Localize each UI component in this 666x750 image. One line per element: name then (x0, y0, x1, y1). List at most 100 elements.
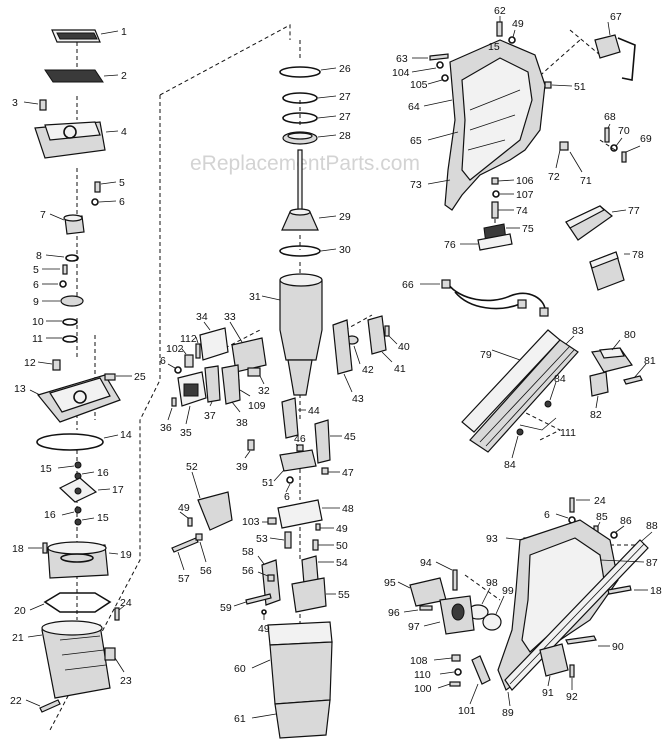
part-12-fitting (37, 359, 61, 371)
part-15-washer-b (74, 517, 95, 526)
callout-103: 103 (242, 516, 260, 528)
callout-13: 13 (14, 383, 26, 395)
part-52-guard (191, 471, 233, 531)
part-1-heat-sink (51, 29, 119, 43)
part-18-screw-a (28, 542, 48, 554)
callout-83: 83 (572, 325, 584, 337)
callout-72: 72 (548, 171, 560, 183)
part-45-arm (314, 419, 342, 464)
callout-51: 51 (262, 477, 274, 489)
part-7-valve (49, 213, 85, 235)
callout-78: 78 (632, 249, 644, 261)
callout-5b: 5 (33, 264, 39, 276)
callout-49b: 49 (178, 502, 190, 514)
part-36-screw (167, 397, 177, 421)
callout-66: 66 (402, 279, 414, 291)
part-21-housing (27, 620, 111, 699)
part-37-lever (204, 365, 221, 407)
callout-98: 98 (486, 577, 498, 589)
callout-5: 5 (119, 177, 125, 189)
callout-22: 22 (10, 695, 22, 707)
part-housing-body (444, 39, 546, 211)
callout-93: 93 (486, 533, 498, 545)
part-27-ring-b (282, 112, 337, 124)
callout-56b: 56 (200, 565, 212, 577)
callout-6c: 6 (160, 355, 166, 367)
part-39-pin (244, 439, 255, 459)
part-84-pin-b (511, 428, 524, 459)
part-35-switch-cover (177, 371, 207, 425)
callout-4: 4 (121, 126, 127, 138)
part-49-screw-a (315, 523, 334, 531)
part-5-screw-a (94, 181, 117, 193)
part-23-bracket (104, 647, 125, 673)
part-8-ring (45, 254, 79, 262)
callout-49: 49 (336, 523, 348, 535)
callout-76: 76 (444, 239, 456, 251)
callout-75: 75 (522, 223, 534, 235)
callout-50: 50 (336, 540, 348, 552)
callout-34: 34 (196, 311, 208, 323)
part-26-retaining-ring (279, 66, 337, 78)
callout-23: 23 (120, 675, 132, 687)
callout-46: 46 (294, 433, 306, 445)
part-57-screw (171, 537, 199, 571)
part-70-washer (610, 137, 623, 152)
callout-15c: 15 (488, 41, 500, 53)
part-19-motor-cap (47, 541, 119, 579)
part-5-screw-b (42, 264, 68, 275)
callout-87: 87 (646, 557, 658, 569)
part-11-oring (46, 335, 78, 343)
part-72-pin (555, 141, 569, 169)
callout-79: 79 (480, 349, 492, 361)
part-20-gasket (29, 592, 112, 613)
callout-20: 20 (14, 605, 26, 617)
callout-48: 48 (342, 503, 354, 515)
callout-1: 1 (121, 26, 127, 38)
callout-112: 112 (180, 333, 197, 345)
part-106-washer (491, 177, 515, 185)
part-6-oring-d (285, 476, 294, 493)
part-89-leader (507, 691, 511, 707)
callout-104: 104 (392, 67, 410, 79)
callout-67: 67 (610, 11, 622, 23)
part-18-screw-b (607, 585, 648, 595)
part-60-magazine-housing (251, 621, 333, 705)
part-65-leader (427, 131, 459, 141)
part-28-driver-blade (297, 149, 303, 213)
callout-41: 41 (394, 363, 406, 375)
callout-6d: 6 (284, 491, 290, 503)
callout-54: 54 (336, 557, 348, 569)
callout-68: 68 (604, 111, 616, 123)
callout-74: 74 (516, 205, 528, 217)
part-51-screw-b (544, 81, 573, 89)
callout-47: 47 (342, 467, 354, 479)
callout-36: 36 (160, 422, 172, 434)
callout-88: 88 (646, 520, 658, 532)
part-4-cylinder-cap (34, 121, 119, 159)
callout-numbers: 1 2 3 4 5 6 7 8 5 6 9 10 11 12 13 25 14 … (10, 5, 662, 725)
part-110-washer (439, 668, 462, 676)
part-100-screw (437, 681, 461, 689)
callout-62: 62 (494, 5, 506, 17)
part-71-leader (569, 151, 583, 173)
part-28-piston (282, 131, 337, 145)
callout-24b: 24 (594, 495, 606, 507)
part-32-contact (247, 367, 265, 385)
callout-97: 97 (408, 621, 420, 633)
part-107-spring (492, 190, 514, 198)
part-80-pusher (591, 339, 633, 373)
part-84-pin-a (544, 381, 557, 408)
callout-29: 29 (339, 211, 351, 223)
callout-90: 90 (612, 641, 624, 653)
part-68-screw (604, 123, 611, 143)
callout-7: 7 (40, 209, 46, 221)
callout-27b: 27 (339, 111, 351, 123)
callout-9: 9 (33, 296, 39, 308)
part-104-washer (411, 61, 444, 73)
part-103-pin (262, 517, 277, 525)
callout-84b: 84 (504, 459, 516, 471)
part-61-housing-lower (251, 699, 331, 739)
callout-21: 21 (12, 632, 24, 644)
